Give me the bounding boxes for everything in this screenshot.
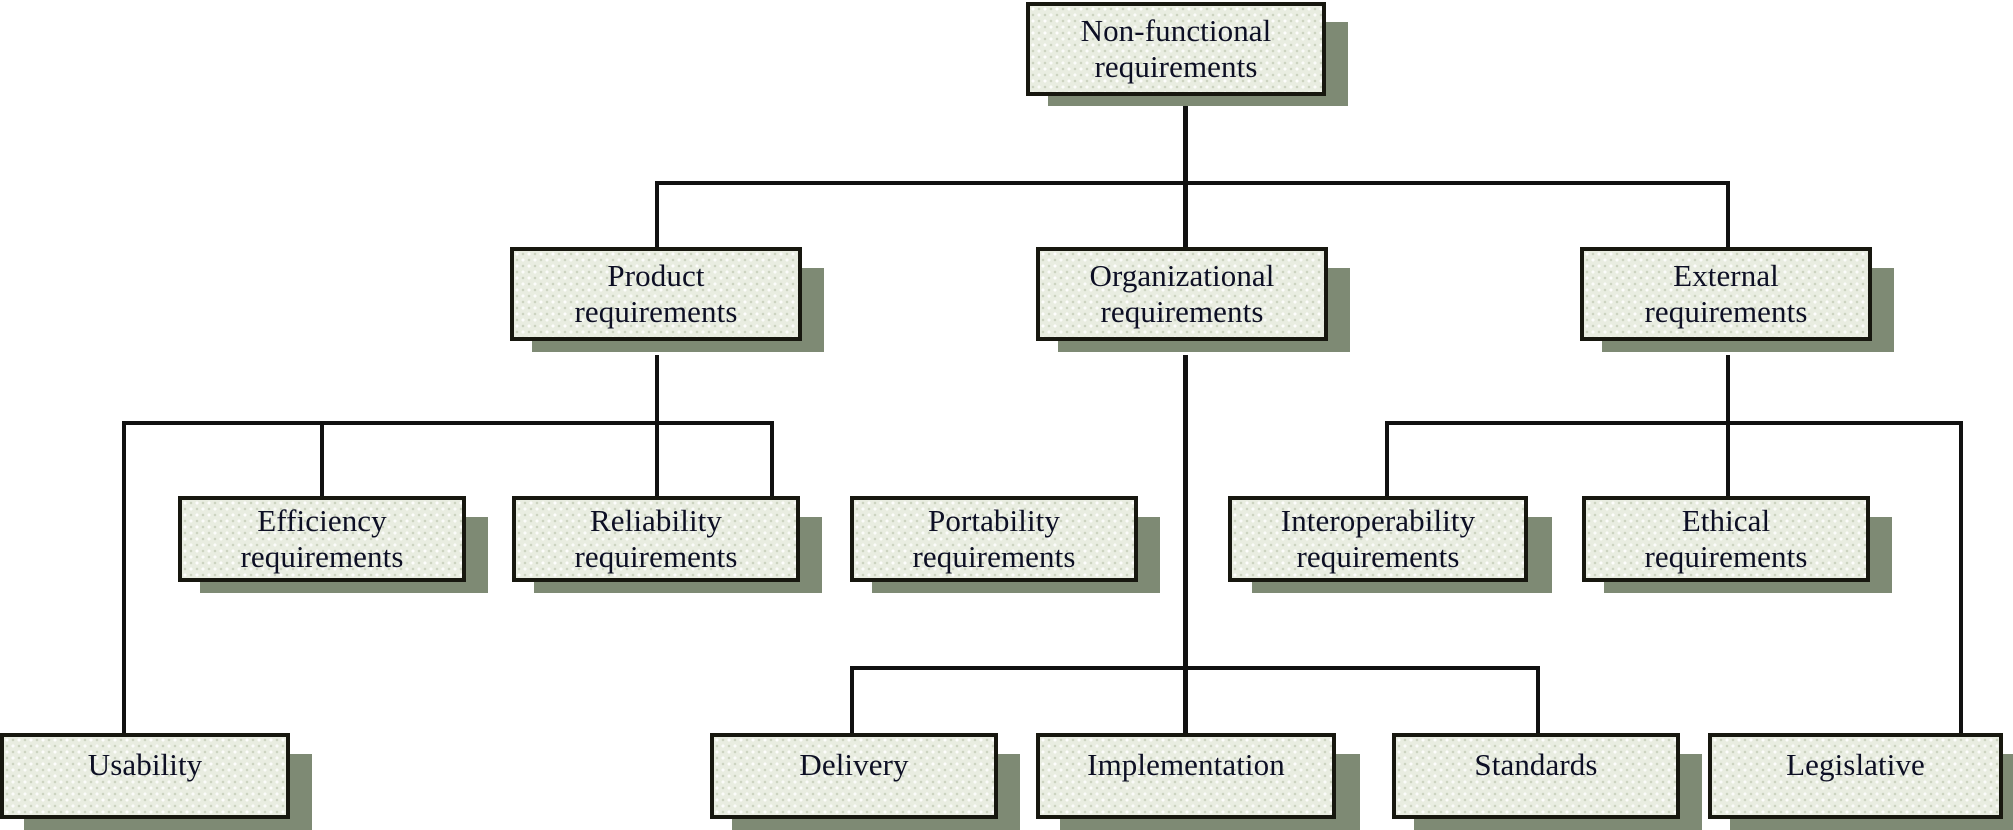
node-delivery-requirements[interactable]: Delivery xyxy=(710,733,998,819)
node-label-line1: Usability xyxy=(87,747,203,782)
connector-to-implementation xyxy=(1183,666,1188,734)
connector-to-organizational xyxy=(1183,181,1188,247)
node-portability-requirements[interactable]: Portability requirements xyxy=(850,496,1138,582)
connector-to-legislative xyxy=(1959,421,1963,733)
node-label-line2: requirements xyxy=(240,539,404,574)
node-label-line2: requirements xyxy=(1094,49,1258,84)
node-label-line1: Portability xyxy=(928,503,1060,539)
node-label-line1: External xyxy=(1673,258,1779,294)
node-non-functional-requirements[interactable]: Non-functional requirements xyxy=(1026,2,1326,96)
connector-to-external xyxy=(1726,181,1730,247)
node-label-line2: requirements xyxy=(1644,294,1808,329)
node-efficiency-requirements[interactable]: Efficiency requirements xyxy=(178,496,466,582)
node-standards-requirements[interactable]: Standards xyxy=(1392,733,1680,819)
connector-external-stem xyxy=(1726,355,1730,423)
node-organizational-requirements[interactable]: Organizational requirements xyxy=(1036,247,1328,341)
node-external-requirements[interactable]: External requirements xyxy=(1580,247,1872,341)
node-interoperability-requirements[interactable]: Interoperability requirements xyxy=(1228,496,1528,582)
node-label-line1: Ethical xyxy=(1681,503,1771,539)
connector-root-stem xyxy=(1183,96,1188,184)
connector-to-usability xyxy=(122,421,126,733)
node-label-line1: Interoperability xyxy=(1280,503,1476,539)
node-label-line2: requirements xyxy=(912,539,1076,574)
connector-to-delivery xyxy=(850,666,854,734)
connector-external-bus xyxy=(1385,421,1963,425)
node-label-line2: requirements xyxy=(1100,294,1264,329)
node-label-line2: requirements xyxy=(574,539,738,574)
node-legislative-requirements[interactable]: Legislative xyxy=(1708,733,2003,819)
connector-to-portability xyxy=(770,421,774,496)
node-label-line1: Implementation xyxy=(1087,747,1285,782)
connector-product-stem xyxy=(655,355,659,423)
node-reliability-requirements[interactable]: Reliability requirements xyxy=(512,496,800,582)
connector-to-standards xyxy=(1536,666,1540,734)
node-label-line1: Reliability xyxy=(590,503,722,539)
node-label-line1: Efficiency xyxy=(257,503,387,539)
connector-to-efficiency xyxy=(320,421,324,496)
node-label-line1: Organizational xyxy=(1089,258,1275,294)
node-label-line2: requirements xyxy=(1296,539,1460,574)
connector-organizational-stem xyxy=(1183,355,1188,668)
node-label-line2: requirements xyxy=(574,294,738,329)
connector-organizational-bus xyxy=(850,666,1540,670)
connector-to-reliability xyxy=(655,421,659,496)
node-implementation-requirements[interactable]: Implementation xyxy=(1036,733,1336,819)
node-usability-requirements[interactable]: Usability xyxy=(0,733,290,819)
node-label-line1: Product xyxy=(607,258,705,294)
node-label-line1: Standards xyxy=(1474,747,1598,782)
node-ethical-requirements[interactable]: Ethical requirements xyxy=(1582,496,1870,582)
connector-to-interoperability xyxy=(1385,421,1389,496)
node-label-line1: Non-functional xyxy=(1080,13,1272,49)
node-label-line1: Legislative xyxy=(1786,747,1925,782)
node-label-line1: Delivery xyxy=(799,747,909,782)
connector-level1-bus xyxy=(655,181,1730,185)
connector-to-ethical xyxy=(1726,421,1730,496)
connector-to-product xyxy=(655,181,659,247)
node-product-requirements[interactable]: Product requirements xyxy=(510,247,802,341)
connector-product-bus xyxy=(122,421,774,425)
node-label-line2: requirements xyxy=(1644,539,1808,574)
